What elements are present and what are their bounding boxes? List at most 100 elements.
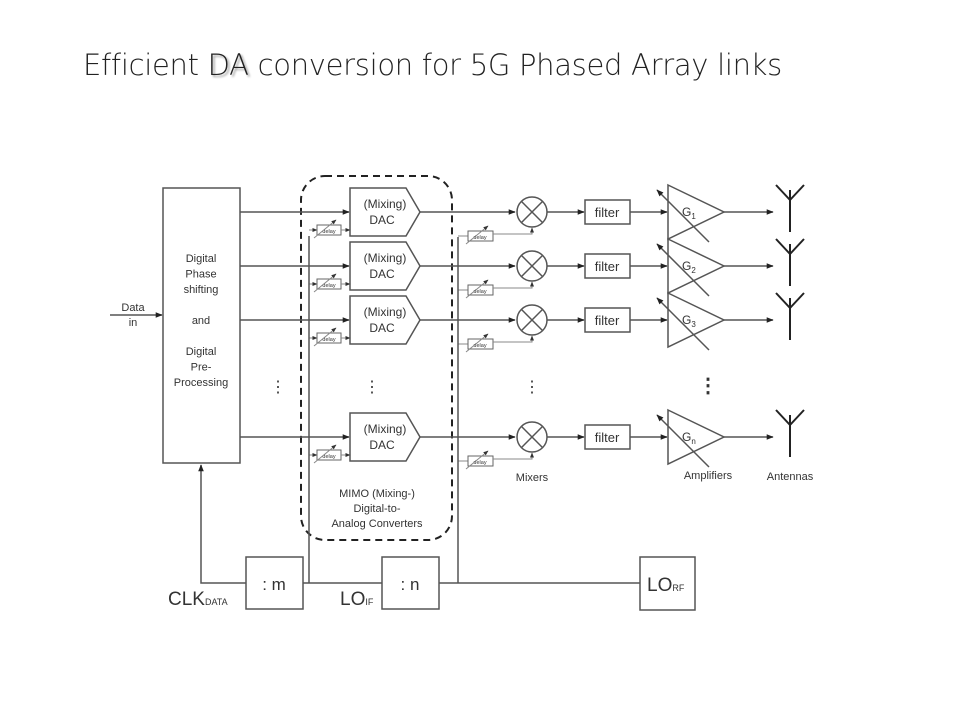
amplifier	[667, 183, 726, 241]
lo-if-label-group: LOIF	[340, 589, 374, 610]
delay-box	[467, 284, 494, 296]
delay-label: delay	[322, 337, 335, 343]
mixer-cross	[520, 200, 544, 224]
gain-subscript: 3	[691, 320, 696, 329]
dac-label: (Mixing)	[364, 197, 407, 211]
amplifier	[667, 291, 726, 349]
delay-tunable-arrow	[465, 279, 489, 299]
clk-subscript: DATA	[205, 597, 228, 607]
lo-rf-label-group: LORF	[647, 575, 685, 596]
delay-tunable-arrow	[313, 273, 337, 293]
mimo-caption-line: Digital-to-	[353, 503, 400, 515]
ellipsis-dac: ⋮	[364, 379, 380, 396]
delay-label: delay	[322, 229, 335, 235]
lo-rf-box	[639, 556, 696, 611]
mixer-cross	[520, 254, 544, 278]
gain-label: G3	[682, 313, 696, 329]
ellipses: ⋮ ⋮ ⋮ ⋮	[270, 375, 718, 397]
filter-label: filter	[595, 205, 620, 220]
delay-label: delay	[322, 454, 335, 460]
antenna-icon	[775, 409, 805, 457]
delay-label: delay	[473, 460, 486, 466]
divider-m-label: : m	[262, 575, 286, 594]
amplifier	[667, 237, 726, 295]
mixing-dac	[349, 295, 421, 345]
data-input: Data in	[110, 302, 163, 329]
delay-label: delay	[322, 283, 335, 289]
antenna-icon	[775, 292, 805, 340]
delay-label: delay	[473, 235, 486, 241]
clk-data-label: CLKDATA	[168, 589, 228, 610]
filter-label: filter	[595, 430, 620, 445]
gain-label: G2	[682, 259, 696, 275]
gain-subscript: n	[691, 437, 695, 446]
lo-if-subscript: IF	[365, 597, 374, 607]
filter-box	[584, 253, 631, 279]
dsp-block-label-line: and	[192, 315, 210, 327]
gain-base: G	[682, 259, 691, 273]
mixing-dac	[349, 187, 421, 237]
lo-if-label: LO	[340, 589, 365, 610]
mimo-dac-group-border	[300, 175, 453, 541]
dac-label: DAC	[369, 213, 395, 227]
mimo-caption: MIMO (Mixing-) Digital-to- Analog Conver…	[331, 488, 423, 530]
mixer-cross	[520, 308, 544, 332]
delay-tunable-arrow	[313, 327, 337, 347]
delay-tunable-arrow	[465, 225, 489, 245]
delay-box	[467, 338, 494, 350]
dsp-block-label-line: Phase	[185, 269, 216, 281]
data-input-label: Data	[121, 302, 145, 314]
dac-label: (Mixing)	[364, 305, 407, 319]
delay-to-mixer-line	[493, 281, 534, 289]
ellipsis-mixer: ⋮	[524, 379, 540, 396]
antennas-label: Antennas	[767, 471, 814, 483]
mimo-caption-line: Analog Converters	[331, 518, 423, 530]
variable-gain-arrow	[656, 243, 710, 297]
title-text: Efficient	[83, 48, 208, 82]
lo-rf-label: LO	[647, 575, 672, 596]
filter-label: filter	[595, 313, 620, 328]
dac-label: (Mixing)	[364, 251, 407, 265]
mixer-cross	[520, 425, 544, 449]
amplifiers-label: Amplifiers	[684, 470, 733, 482]
delay-label: delay	[473, 343, 486, 349]
antenna-icon	[775, 238, 805, 286]
delay-tunable-arrow	[313, 219, 337, 239]
mixing-dac	[349, 412, 421, 462]
clock-distribution: : m CLKDATA LOIF : n LORF	[168, 236, 696, 611]
dsp-block-label-line: shifting	[184, 284, 219, 296]
dsp-block-label-line: Digital	[186, 253, 217, 265]
clk-label: CLK	[168, 589, 205, 610]
variable-gain-arrow	[656, 297, 710, 351]
gain-subscript: 1	[691, 212, 696, 221]
title-text-end: conversion for 5G Phased Array links	[248, 48, 783, 82]
title-highlight: DA	[207, 48, 249, 82]
delay-to-mixer-line	[493, 227, 534, 235]
filter-label: filter	[595, 259, 620, 274]
lo-rf-subscript: RF	[672, 583, 684, 593]
delay-box	[467, 230, 494, 242]
delay-tunable-arrow	[313, 444, 337, 464]
gain-label: Gn	[682, 430, 696, 446]
filter-box	[584, 424, 631, 450]
dsp-block-label-line: Pre-	[191, 362, 212, 374]
dsp-block-rect	[162, 187, 241, 464]
channel-row: (Mixing) DAC delay delay filter G3	[240, 291, 805, 353]
divider-n-label: : n	[401, 575, 420, 594]
dsp-block-label-line: Digital	[186, 346, 217, 358]
gain-base: G	[682, 205, 691, 219]
antenna-icon	[775, 184, 805, 232]
gain-subscript: 2	[691, 266, 696, 275]
mixers-label: Mixers	[516, 472, 549, 484]
dsp-block-label-line: Processing	[174, 377, 228, 389]
ellipsis-dsp: ⋮	[270, 379, 286, 396]
dac-label: DAC	[369, 321, 395, 335]
delay-tunable-arrow	[465, 450, 489, 470]
amplifier	[667, 408, 726, 466]
filter-box	[584, 307, 631, 333]
